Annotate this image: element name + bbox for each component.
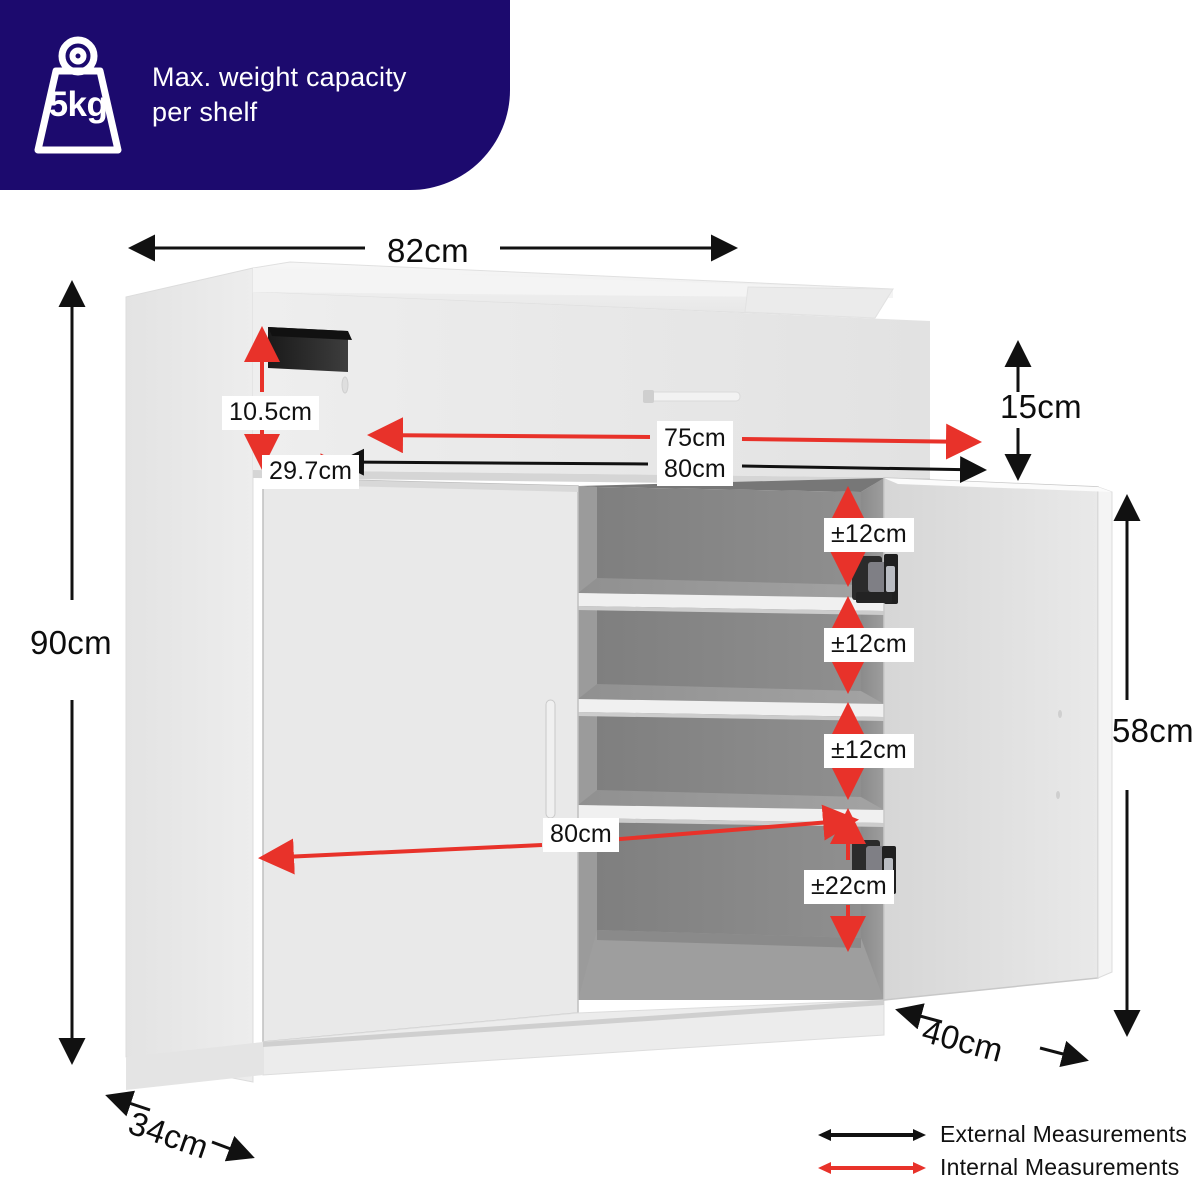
dim-top-section-height: 15cm [1000,388,1082,425]
dim-width-external: 82cm [387,232,469,269]
double-arrow-icon [818,1128,926,1141]
dim-shelf-gap-2: ±12cm [824,628,914,662]
right-door-open [883,477,1113,1001]
shelf-2 [578,684,884,721]
external-dimension-lines [58,234,1141,1162]
dim-shelf-gap-3: ±12cm [824,734,914,768]
hinge-top [852,554,898,604]
shelf-group [578,578,884,827]
legend-label-external: External Measurements [940,1121,1188,1147]
legend-item-internal: Internal Measurements [818,1151,1200,1184]
dim-shelf-width-internal: 80cm [543,818,619,852]
legend: External Measurements Internal Measureme… [818,1118,1200,1184]
weight-value: 5kg [48,85,108,124]
legend-label-internal: Internal Measurements [940,1154,1180,1180]
dim-bottom-gap: ±22cm [804,870,894,904]
badge-text: Max. weight capacity per shelf [152,60,407,129]
weight-icon: 5kg [26,33,130,157]
badge-text-line2: per shelf [152,97,258,127]
dim-drawer-depth-internal: 29.7cm [262,455,360,489]
legend-item-external: External Measurements [818,1118,1200,1151]
dim-interior-width-external: 80cm [664,454,726,483]
weight-capacity-badge: 5kg Max. weight capacity per shelf [0,0,510,190]
double-arrow-icon [818,1161,926,1174]
shelf-1 [578,578,884,615]
dim-height-external: 90cm [30,624,112,661]
cabinet-base [126,999,885,1090]
dim-drawer-height-internal: 10.5cm [222,396,320,430]
dim-shelf-gap-1: ±12cm [824,518,914,552]
dim-interior-width-internal: 75cm [664,424,726,452]
left-door [262,477,579,1043]
dim-interior-width-group: 75cm 80cm [657,421,733,486]
badge-text-line1: Max. weight capacity [152,62,407,93]
dim-cabinet-section-height: 58cm [1112,712,1194,749]
